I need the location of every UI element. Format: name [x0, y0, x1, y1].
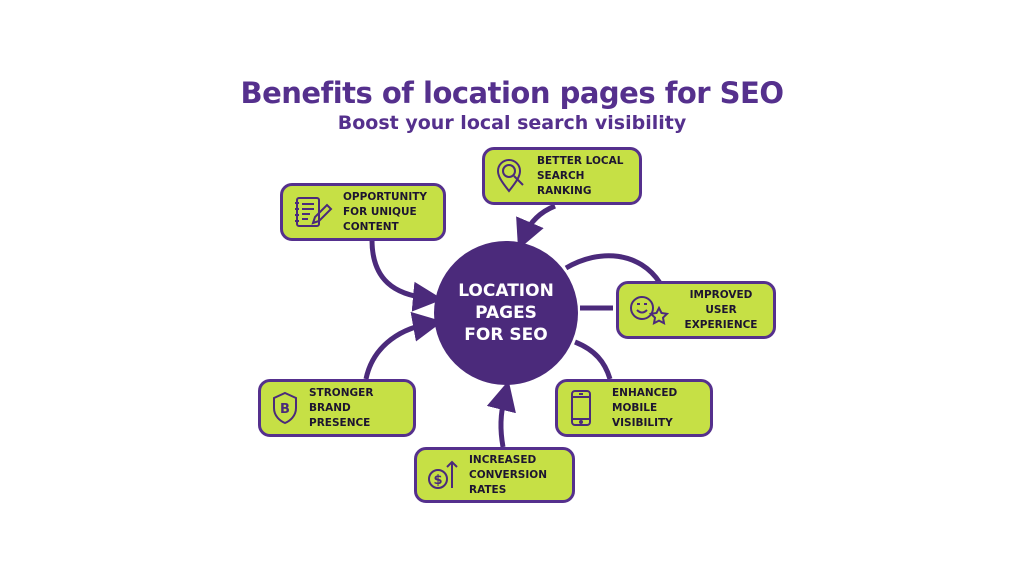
benefit-user-experience: IMPROVED USER EXPERIENCE	[616, 281, 776, 339]
link-experience-top	[564, 253, 663, 285]
benefit-text: BRAND PRESENCE	[309, 401, 371, 429]
benefit-text: OPPORTUNITY	[343, 190, 428, 203]
mobile-phone-icon	[571, 390, 591, 426]
page-title: Benefits of location pages for SEO	[240, 76, 785, 110]
notebook-pencil-icon	[295, 197, 333, 227]
link-mobile	[574, 339, 613, 380]
location-search-icon	[496, 159, 524, 193]
dollar-up-icon: $	[428, 460, 458, 489]
benefit-text: SEARCH RANKING	[537, 169, 592, 197]
benefit-brand-presence: B STRONGER BRAND PRESENCE	[258, 379, 416, 437]
benefit-text: STRONGER	[309, 386, 374, 399]
smiley-star-icon	[630, 296, 669, 326]
benefit-conversion-rates: $ INCREASED CONVERSION RATES	[414, 447, 575, 503]
svg-text:$: $	[433, 473, 442, 488]
benefit-local-ranking: BETTER LOCAL SEARCH RANKING	[482, 147, 642, 205]
benefit-text: INCREASED	[469, 453, 537, 466]
benefit-mobile-visibility: ENHANCED MOBILE VISIBILITY	[555, 379, 713, 437]
benefit-text: EXPERIENCE	[684, 318, 758, 331]
page-subtitle: Boost your local search visibility	[337, 112, 687, 134]
arrow-ranking	[516, 203, 556, 250]
hub-line: PAGES	[475, 303, 537, 323]
hub-line: FOR SEO	[464, 325, 548, 345]
arrow-conversion	[486, 380, 516, 448]
benefit-text: FOR UNIQUE	[343, 205, 417, 218]
benefit-text: BETTER LOCAL	[537, 154, 624, 167]
shield-b-icon: B	[273, 391, 297, 425]
benefit-text: IMPROVED USER	[689, 288, 753, 316]
svg-text:B: B	[280, 402, 290, 417]
benefit-text: ENHANCED	[612, 386, 678, 399]
arrow-brand	[363, 311, 443, 380]
benefit-text: CONVERSION RATES	[469, 468, 547, 496]
benefit-text: MOBILE VISIBILITY	[612, 401, 673, 429]
hub-line: LOCATION	[458, 281, 554, 301]
arrow-opportunity	[369, 239, 443, 312]
benefit-text: CONTENT	[343, 220, 399, 233]
benefit-unique-content: OPPORTUNITY FOR UNIQUE CONTENT	[280, 183, 446, 241]
